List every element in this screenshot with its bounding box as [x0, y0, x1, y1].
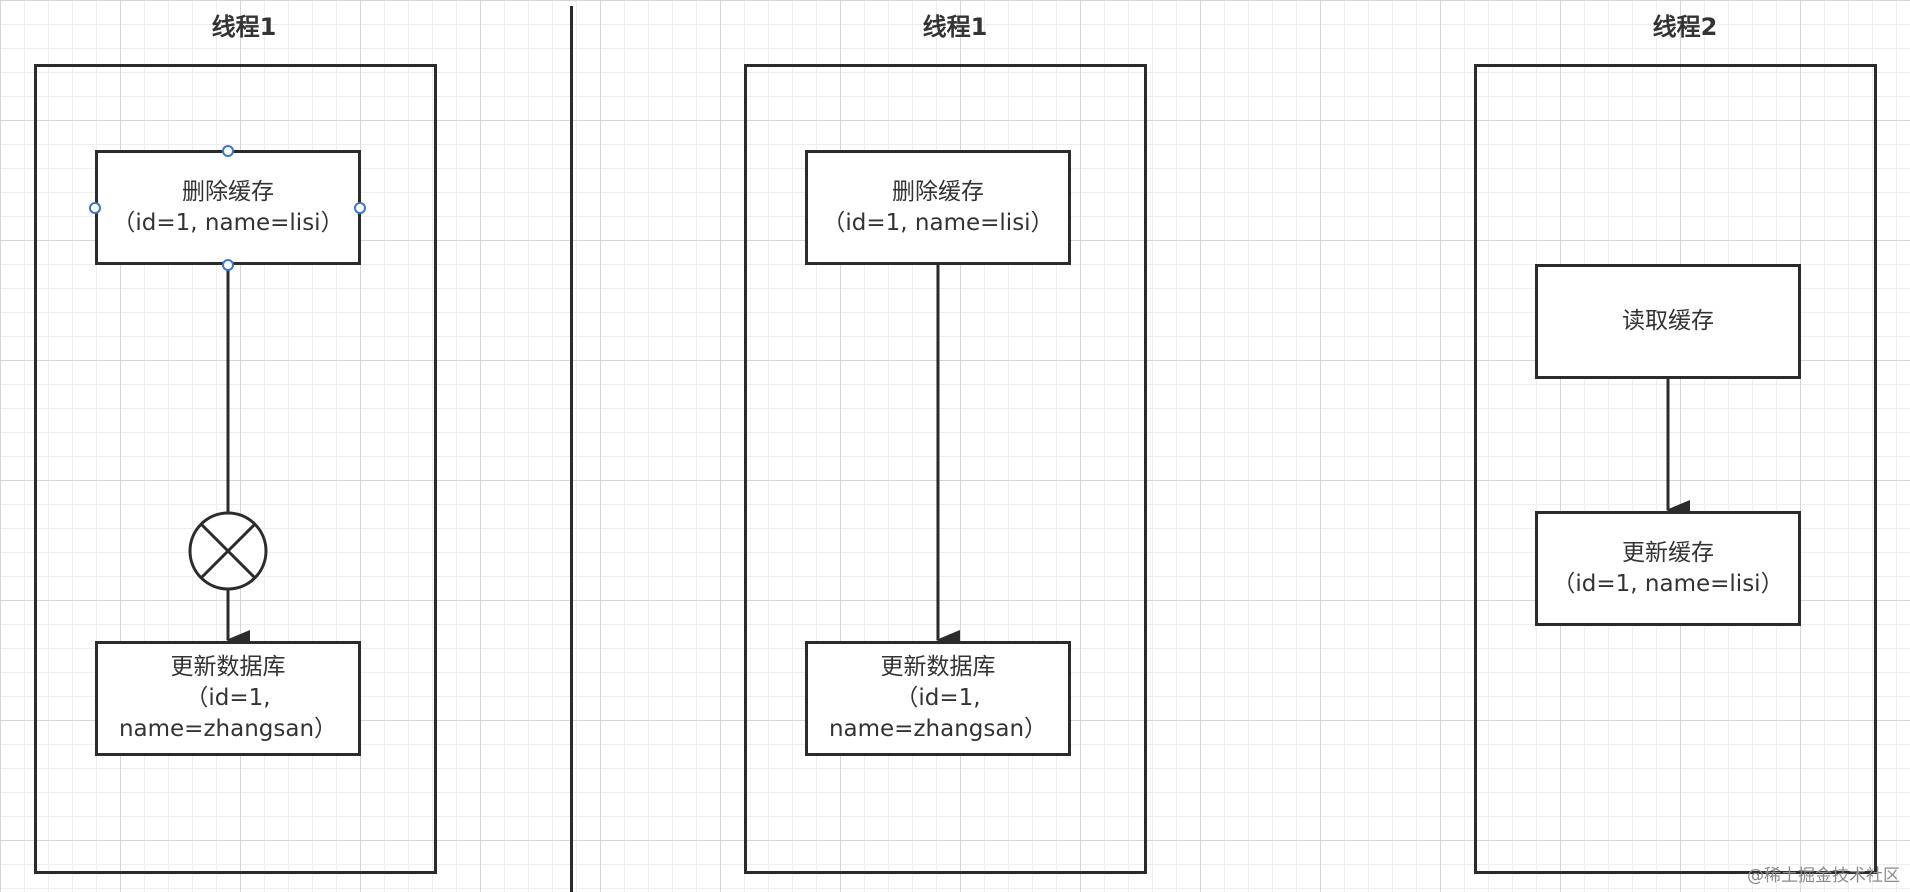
lane-1-node-delete-cache[interactable]: 删除缓存 （id=1, name=lisi） — [95, 150, 361, 265]
lane-3-node-read-cache[interactable]: 读取缓存 — [1535, 264, 1801, 379]
lane-2-container[interactable] — [744, 64, 1147, 874]
lane-3-node-update-cache[interactable]: 更新缓存 （id=1, name=lisi） — [1535, 511, 1801, 626]
node-text-line: 更新数据库 — [880, 654, 996, 680]
node-text-line: 读取缓存 — [1622, 308, 1714, 334]
lane-1-title: 线程1 — [211, 13, 277, 41]
node-text-line: 删除缓存 — [892, 178, 984, 205]
lane-2-node-delete-cache[interactable]: 删除缓存 （id=1, name=lisi） — [805, 150, 1071, 265]
lane-3-container[interactable] — [1474, 64, 1877, 874]
lane-3-title: 线程2 — [1652, 13, 1718, 41]
lane-2-node-update-db[interactable]: 更新数据库 （id=1, name=zhangsan） — [805, 641, 1071, 756]
resize-handle-left[interactable] — [89, 202, 101, 214]
blocked-junction-icon — [188, 511, 268, 591]
node-text-line: name=zhangsan） — [828, 716, 1048, 742]
node-text-line: （id=1, — [185, 685, 271, 711]
lane-1-container[interactable] — [34, 64, 437, 874]
node-text-line: 更新缓存 — [1622, 539, 1714, 566]
lane-2-title: 线程1 — [922, 13, 988, 41]
node-text-line: （id=1, name=lisi） — [822, 209, 1054, 236]
node-text-line: （id=1, — [895, 685, 981, 711]
node-text-line: （id=1, name=lisi） — [1552, 570, 1784, 597]
resize-handle-bottom[interactable] — [222, 259, 234, 271]
resize-handle-top[interactable] — [222, 145, 234, 157]
resize-handle-right[interactable] — [354, 202, 366, 214]
node-text-line: 更新数据库 — [170, 654, 286, 680]
scenario-divider — [570, 6, 573, 892]
node-text-line: 删除缓存 — [182, 178, 274, 205]
lane-1-node-update-db[interactable]: 更新数据库 （id=1, name=zhangsan） — [95, 641, 361, 756]
node-text-line: name=zhangsan） — [118, 716, 338, 742]
watermark-text: @稀土掘金技术社区 — [1747, 866, 1900, 886]
node-text-line: （id=1, name=lisi） — [112, 209, 344, 236]
